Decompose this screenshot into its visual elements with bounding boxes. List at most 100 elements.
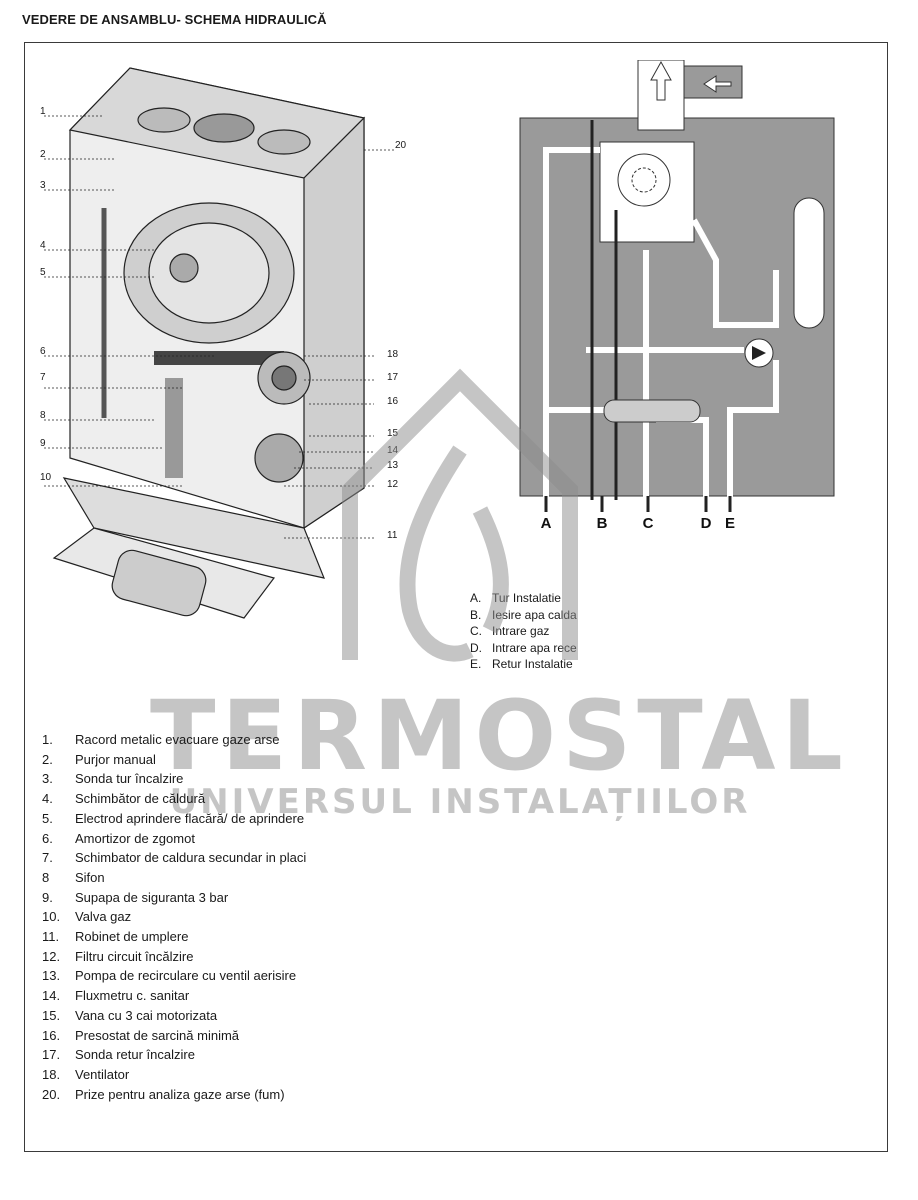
part-number: 4. (42, 791, 53, 807)
callout-13: 13 (387, 460, 399, 471)
part-label: Amortizor de zgomot (75, 830, 195, 846)
part-number: 3. (42, 771, 53, 787)
callout-2: 2 (40, 149, 46, 160)
part-label: Valva gaz (75, 909, 132, 925)
watermark-tagline: UNIVERSUL INSTALAȚIILOR (169, 782, 751, 822)
callout-4: 4 (40, 240, 46, 251)
list-item: 16. Presostat de sarcină minimă (42, 1026, 306, 1046)
part-number: 18. (42, 1066, 61, 1082)
legend-label: Retur Instalatie (492, 657, 573, 672)
port-label-a: A (541, 515, 552, 530)
callout-11: 11 (387, 530, 398, 541)
legend-label: Iesire apa calda (492, 607, 577, 622)
part-number: 13. (42, 968, 61, 984)
part-number: 16. (42, 1027, 61, 1043)
list-item: 2. Purjor manual (42, 750, 306, 770)
part-label: Vana cu 3 cai motorizata (75, 1007, 218, 1023)
legend-key: C. (470, 624, 482, 639)
part-label: Robinet de umplere (75, 929, 189, 945)
part-number: 8 (42, 869, 50, 885)
list-item: 20.Prize pentru analiza gaze arse (fum) (42, 1085, 306, 1105)
part-label: Electrod aprindere flacără/ de aprindere (75, 810, 305, 826)
port-legend: A. Tur Instalatie B.Iesire apa calda C. In… (470, 590, 577, 673)
parts-list: 1. Racord metalic evacuare gaze arse 2. Pu… (42, 730, 306, 1104)
part-label: Sonda retur încalzire (75, 1047, 195, 1063)
part-label: Prize pentru analiza gaze arse (fum) (75, 1086, 285, 1102)
legend-key: D. (470, 640, 482, 655)
legend-label: Intrare apa rece (492, 640, 577, 655)
part-label: Supapa de siguranta 3 bar (75, 889, 229, 905)
part-number: 17. (42, 1047, 61, 1063)
boiler-assembly-drawing (44, 67, 394, 619)
legend-label: Intrare gaz (492, 624, 550, 639)
part-label: Fluxmetru c. sanitar (75, 988, 190, 1004)
part-number: 6. (42, 830, 53, 846)
port-label-d: D (701, 515, 712, 530)
part-label: Sifon (75, 869, 105, 885)
part-number: 1. (42, 732, 53, 747)
list-item: 1. Racord metalic evacuare gaze arse (42, 730, 306, 750)
part-label: Ventilator (75, 1066, 130, 1082)
callout-15: 15 (387, 428, 399, 439)
callout-5: 5 (40, 267, 46, 278)
legend-key: A. (470, 591, 482, 605)
legend-row: E. Retur Instalatie (470, 656, 577, 673)
list-item: 18. Ventilator (42, 1065, 306, 1085)
part-label: Schimbător de căldură (75, 791, 206, 807)
part-number: 2. (42, 751, 53, 767)
list-item: 9. Supapa de siguranta 3 bar (42, 888, 306, 908)
legend-row: C. Intrare gaz (470, 623, 577, 640)
part-number: 7. (42, 850, 53, 866)
content-frame (24, 42, 888, 1152)
list-item: 5. Electrod aprindere flacără/ de aprinde… (42, 809, 306, 829)
part-label: Pompa de recirculare cu ventil aerisire (75, 968, 297, 984)
part-number: 9. (42, 889, 53, 905)
part-number: 11. (42, 929, 60, 945)
legend-row: B.Iesire apa calda (470, 607, 577, 624)
part-number: 10. (42, 909, 61, 925)
port-label-c: C (643, 515, 654, 530)
part-label: Racord metalic evacuare gaze arse (75, 732, 280, 747)
part-number: 14. (42, 988, 61, 1004)
list-item: 6. Amortizor de zgomot (42, 829, 306, 849)
list-item: 4. Schimbător de căldură (42, 789, 306, 809)
part-label: Purjor manual (75, 751, 156, 767)
callout-8: 8 (40, 410, 46, 421)
part-number: 5. (42, 810, 53, 826)
callout-18: 18 (387, 349, 399, 360)
callout-3: 3 (40, 180, 46, 191)
list-item: 14. Fluxmetru c. sanitar (42, 986, 306, 1006)
callout-6: 6 (40, 346, 46, 357)
part-label: Sonda tur încalzire (75, 771, 184, 787)
part-label: Presostat de sarcină minimă (75, 1027, 240, 1043)
list-item: 8 Sifon (42, 868, 306, 888)
callout-9: 9 (40, 438, 46, 449)
part-label: Schimbator de caldura secundar in placi (75, 850, 307, 866)
list-item: 12. Filtru circuit încălzire (42, 947, 306, 967)
callout-12: 12 (387, 479, 399, 490)
part-number: 15. (42, 1007, 61, 1023)
legend-row: A. Tur Instalatie (470, 590, 577, 607)
callout-14: 14 (387, 445, 399, 456)
part-label: Filtru circuit încălzire (75, 948, 194, 964)
callout-16: 16 (387, 396, 399, 407)
page-title: VEDERE DE ANSAMBLU- SCHEMA HIDRAULICĂ (22, 12, 327, 27)
list-item: 7. Schimbator de caldura secundar in plac… (42, 848, 306, 868)
part-number: 12. (42, 948, 61, 964)
callout-7: 7 (40, 372, 46, 383)
port-label-e: E (725, 515, 735, 530)
list-item: 3. Sonda tur încalzire (42, 769, 306, 789)
list-item: 10. Valva gaz (42, 907, 306, 927)
list-item: 13. Pompa de recirculare cu ventil aerisi… (42, 966, 306, 986)
port-label-b: B (597, 515, 608, 530)
callout-1: 1 (40, 106, 46, 117)
legend-row: D. Intrare apa rece (470, 640, 577, 657)
callout-17: 17 (387, 372, 399, 383)
legend-key: E. (470, 657, 482, 672)
list-item: 17. Sonda retur încalzire (42, 1045, 306, 1065)
legend-label: Tur Instalatie (492, 591, 561, 605)
list-item: 15. Vana cu 3 cai motorizata (42, 1006, 306, 1026)
watermark-brand: TERMOSTAL (150, 680, 849, 792)
callout-20: 20 (395, 140, 407, 151)
hydraulic-schematic: A B C D E (519, 60, 835, 530)
